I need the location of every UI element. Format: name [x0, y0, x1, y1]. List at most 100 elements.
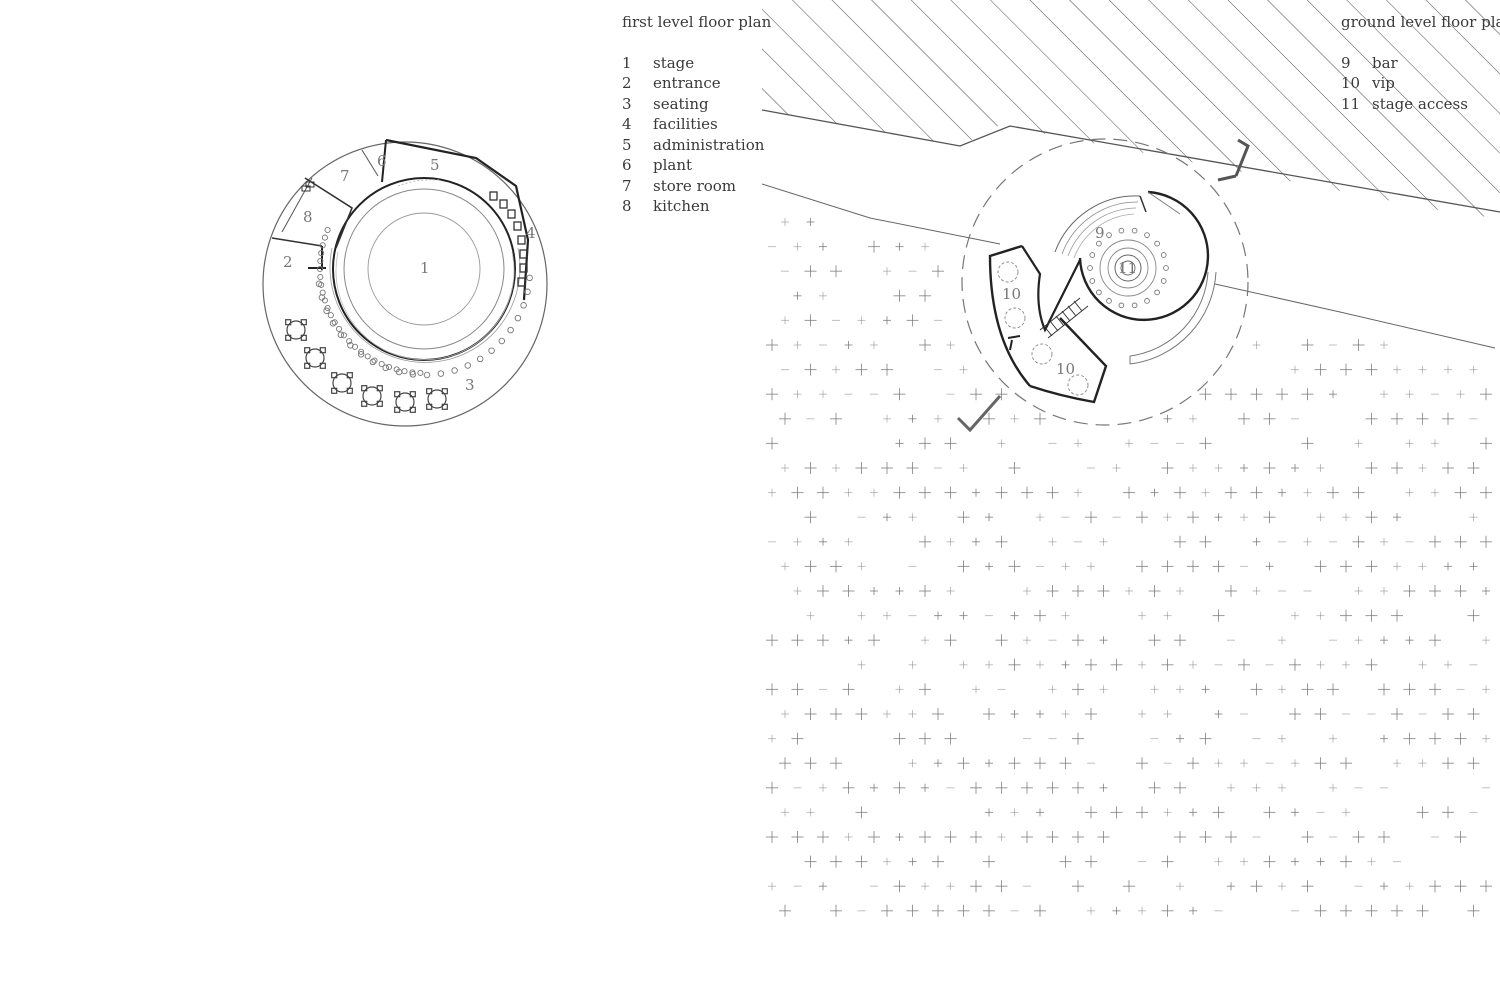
- landscape-marker: [1454, 732, 1467, 745]
- landscape-marker: [1174, 831, 1186, 843]
- landscape-marker: [817, 585, 829, 597]
- landscape-marker: [1442, 412, 1454, 425]
- landscape-marker: [1163, 808, 1172, 817]
- landscape-marker: [1187, 511, 1199, 524]
- landscape-marker: [857, 611, 866, 620]
- landscape-marker: [1405, 488, 1414, 497]
- landscape-marker: [944, 732, 957, 745]
- landscape-marker: [1048, 537, 1057, 546]
- landscape-marker: [1429, 535, 1441, 548]
- landscape-marker: [983, 412, 995, 425]
- landscape-marker: [970, 880, 982, 893]
- landscape-marker: [1072, 781, 1084, 794]
- landscape-marker: [944, 437, 957, 450]
- landscape-marker: [804, 265, 817, 278]
- bar-column: [1106, 298, 1112, 304]
- legend-label: vip: [1372, 74, 1395, 92]
- landscape-marker: [1212, 609, 1225, 622]
- landscape-marker: [1161, 855, 1174, 868]
- landscape-marker: [893, 388, 906, 401]
- landscape-marker: [919, 339, 931, 351]
- landscape-marker: [883, 857, 891, 866]
- landscape-marker: [832, 365, 840, 374]
- landscape-marker: [1136, 511, 1148, 524]
- landscape-marker: [1252, 341, 1261, 349]
- landscape-marker: [921, 882, 929, 891]
- landscape-marker: [1138, 906, 1146, 915]
- landscape-marker: [1416, 806, 1429, 819]
- landscape-marker: [1380, 882, 1388, 891]
- landscape-marker: [1046, 585, 1059, 597]
- landscape-marker: [804, 708, 817, 720]
- landscape-marker: [832, 464, 840, 472]
- plan-label-seating: 3: [465, 376, 475, 394]
- bar-column: [1118, 302, 1125, 309]
- landscape-marker: [934, 414, 942, 423]
- landscape-marker: [1354, 587, 1363, 595]
- landscape-marker: [1380, 734, 1388, 743]
- landscape-marker: [1301, 339, 1314, 351]
- landscape-marker: [1214, 759, 1223, 768]
- seating-column: [319, 289, 326, 296]
- landscape-marker: [1138, 660, 1146, 669]
- landscape-marker: [1189, 464, 1197, 472]
- seating-column: [423, 371, 431, 379]
- vip-stair: [1039, 297, 1089, 339]
- landscape-marker: [817, 486, 829, 499]
- landscape-marker: [883, 414, 891, 423]
- landscape-marker: [1393, 513, 1401, 522]
- landscape-marker: [1329, 783, 1337, 792]
- seating-column: [324, 226, 331, 234]
- landscape-marker: [1418, 365, 1427, 374]
- landscape-marker: [842, 585, 855, 597]
- landscape-marker: [1034, 412, 1046, 425]
- landscape-marker: [1403, 585, 1416, 597]
- cafe-table: [331, 372, 353, 394]
- landscape-marker: [1301, 683, 1314, 696]
- legend-num: 9: [1341, 53, 1351, 72]
- landscape-marker: [1161, 560, 1174, 573]
- landscape-marker: [766, 339, 778, 351]
- plan-label-plant: 6: [377, 152, 387, 170]
- seating-columns: [315, 226, 533, 379]
- landscape-marker: [1303, 488, 1312, 497]
- landscape-marker: [985, 808, 993, 817]
- landscape-marker: [1072, 880, 1084, 893]
- bar-column: [1154, 289, 1160, 296]
- bar-column: [1144, 232, 1150, 238]
- landscape-marker: [1378, 831, 1390, 843]
- landscape-marker: [1329, 734, 1337, 743]
- landscape-marker: [1365, 412, 1378, 425]
- landscape-marker: [1342, 513, 1350, 522]
- landscape-marker: [1227, 783, 1235, 792]
- landscape-marker: [868, 831, 880, 843]
- landscape-marker: [934, 759, 942, 768]
- landscape-marker: [919, 289, 931, 302]
- landscape-marker: [997, 833, 1006, 841]
- landscape-marker: [919, 437, 931, 450]
- landscape-marker: [995, 781, 1008, 794]
- landscape-marker: [1061, 562, 1070, 571]
- landscape-marker: [1061, 611, 1070, 620]
- landscape-marker: [946, 537, 955, 546]
- landscape-marker: [932, 904, 944, 917]
- landscape-marker: [1429, 732, 1441, 745]
- landscape-marker: [844, 341, 853, 349]
- landscape-marker: [1036, 660, 1044, 669]
- landscape-marker: [1212, 806, 1225, 819]
- landscape-marker: [1252, 537, 1261, 546]
- landscape-marker: [995, 388, 1008, 401]
- legend-num: 1: [622, 53, 632, 72]
- landscape-marker: [1046, 831, 1059, 843]
- first-level-title: first level floor plan: [622, 13, 772, 31]
- landscape-marker: [1482, 636, 1490, 645]
- landscape-marker: [1099, 685, 1108, 694]
- landscape-marker: [781, 710, 789, 718]
- seating-column: [321, 297, 328, 304]
- landscape-marker: [946, 587, 955, 595]
- landscape-marker: [1418, 759, 1427, 768]
- landscape-marker: [768, 488, 776, 497]
- landscape-marker: [1405, 882, 1414, 891]
- landscape-marker: [1010, 808, 1019, 817]
- landscape-marker: [1352, 831, 1365, 843]
